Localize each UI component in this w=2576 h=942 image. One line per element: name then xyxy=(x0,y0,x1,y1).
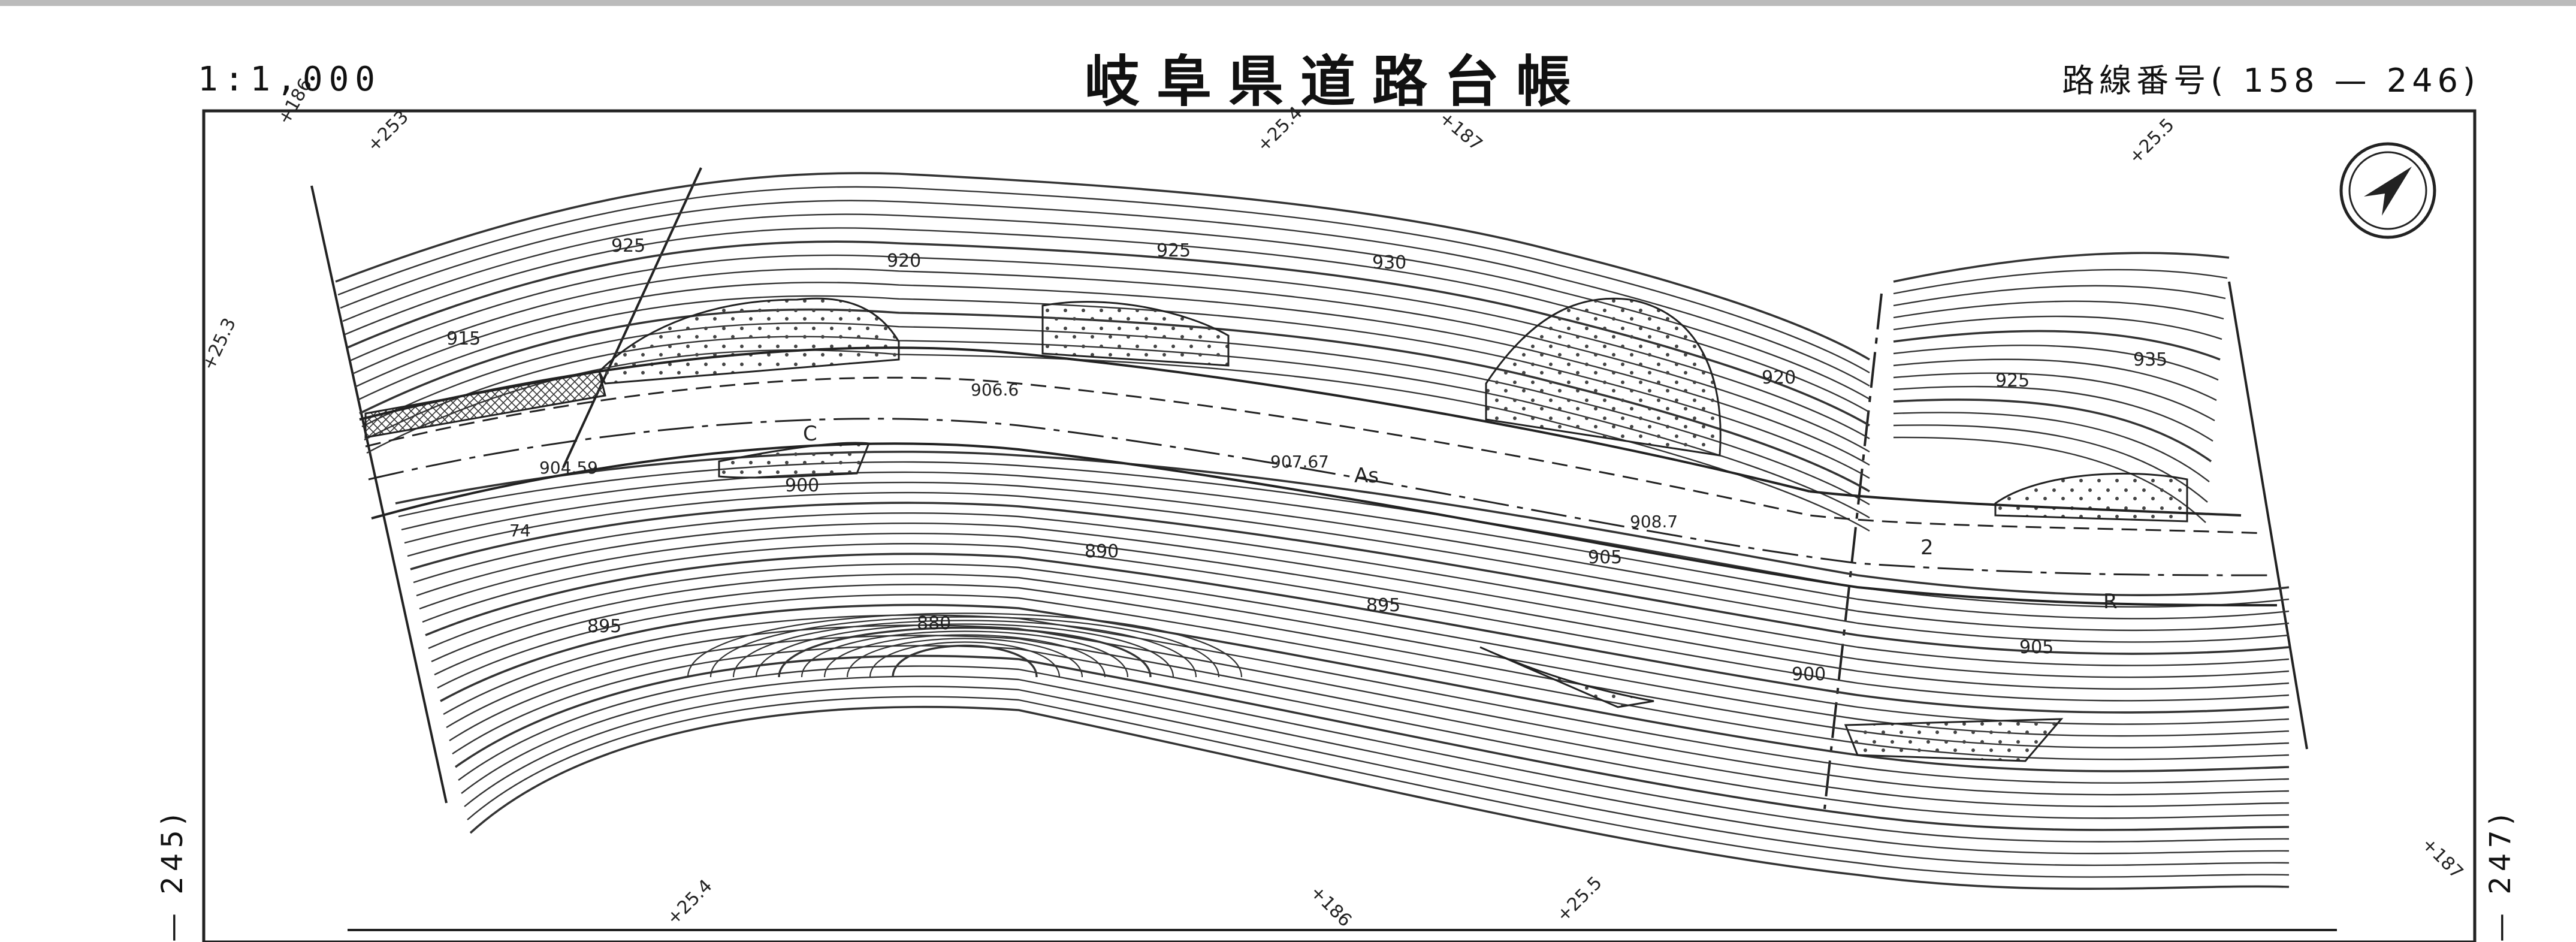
contour-labels: 925 920 925 930 915 920 935 925 900 890 … xyxy=(446,236,2167,685)
contour-line xyxy=(422,543,2290,702)
contour-line xyxy=(440,603,2290,772)
contour-line xyxy=(1893,385,2213,442)
contour-label: 925 xyxy=(1995,370,2030,391)
contour-label: 920 xyxy=(887,250,921,271)
contour-label: 930 xyxy=(1372,252,1406,273)
contour-label: 890 xyxy=(1085,541,1119,562)
route-number: 路線番号( 158 — 246) xyxy=(2062,62,2480,99)
contour-line xyxy=(892,644,1038,678)
contour-line xyxy=(1893,285,2226,307)
contour-line xyxy=(687,612,1243,678)
road-labels: As C R 2 xyxy=(803,422,2118,614)
contour-label: 880 xyxy=(917,613,951,634)
adjacent-sheet-right: — 247) xyxy=(2484,809,2517,942)
contour-line xyxy=(443,614,2290,784)
contour-line xyxy=(732,620,1197,678)
contour-line xyxy=(458,665,2290,843)
contour-label: 920 xyxy=(1762,367,1796,388)
contour-label: 900 xyxy=(1792,664,1826,685)
contour-line xyxy=(398,461,2290,608)
contour-line xyxy=(437,594,2290,760)
contour-line xyxy=(869,641,1061,678)
contour-line xyxy=(1893,252,2230,283)
map-title: 岐阜県道路台帳 xyxy=(1084,50,1588,114)
contour-line xyxy=(464,686,2290,866)
contour-line xyxy=(755,623,1174,678)
contour-line xyxy=(1893,398,2212,463)
elevation-point: 907.67 xyxy=(1270,452,1329,472)
contour-line xyxy=(419,533,2290,690)
road-label: C xyxy=(803,422,817,446)
contour-line xyxy=(452,645,2290,819)
contour-line xyxy=(342,213,1870,400)
elevation-point: 904.59 xyxy=(539,458,598,478)
contour-line xyxy=(431,573,2290,737)
contour-line xyxy=(404,481,2290,632)
contour-line xyxy=(413,512,2290,666)
north-arrow-icon xyxy=(2339,142,2436,239)
elevation-point: 906.6 xyxy=(971,380,1019,400)
map-scale: 1:1,000 xyxy=(198,60,382,99)
contour-line xyxy=(337,186,1870,374)
survey-boundary xyxy=(310,167,2308,810)
contour-line xyxy=(454,654,2290,831)
chainage-label: +25.4 xyxy=(663,875,717,929)
chainage-label: +25.5 xyxy=(2125,114,2179,168)
chainage-label: +186 xyxy=(1306,881,1355,931)
map-frame xyxy=(202,109,2477,942)
contour-line xyxy=(416,522,2290,678)
contour-line xyxy=(1893,300,2224,320)
contour-line xyxy=(467,696,2290,878)
contour-label: 925 xyxy=(611,236,645,256)
contour-label: 895 xyxy=(1366,595,1400,616)
contour-label: 905 xyxy=(1588,547,1622,568)
road-surface-label: As xyxy=(1354,464,1379,488)
stippled-areas xyxy=(364,297,2188,762)
contour-line xyxy=(1893,345,2219,381)
contour-label: 900 xyxy=(785,475,819,496)
contour-line xyxy=(1893,372,2215,422)
contour-line xyxy=(461,675,2290,855)
contour-label: 935 xyxy=(2133,349,2167,370)
contour-line xyxy=(340,200,1870,387)
road xyxy=(359,346,2278,606)
contour-line xyxy=(410,502,2290,655)
contour-label: 895 xyxy=(587,616,621,637)
contour-label: 905 xyxy=(2019,637,2053,658)
contour-lines-upper xyxy=(335,172,2230,532)
contour-line xyxy=(446,624,2290,796)
chainage-label: +187 xyxy=(2417,834,2467,883)
contour-line xyxy=(778,626,1152,678)
contour-line xyxy=(846,638,1083,678)
contour-line xyxy=(401,471,2290,620)
chainage-label: +253 xyxy=(363,107,413,156)
road-label: 2 xyxy=(1920,536,1934,560)
chainage-label: +25.5 xyxy=(1553,872,1606,926)
contour-line xyxy=(1893,268,2228,295)
contour-line xyxy=(709,616,1220,678)
contour-label: 925 xyxy=(1156,240,1191,261)
contour-line xyxy=(1893,412,2210,482)
contour-line xyxy=(823,634,1106,678)
contour-line xyxy=(395,451,2290,596)
adjacent-sheet-left: — 245) xyxy=(156,809,189,942)
elevation-point: 74 xyxy=(509,521,531,541)
contour-label: 915 xyxy=(446,328,481,349)
contour-line xyxy=(469,705,2290,890)
elevation-points: 906.6 904.59 907.67 908.7 74 xyxy=(509,380,1678,541)
contour-line xyxy=(1893,315,2222,340)
contour-line xyxy=(335,172,1870,361)
contour-line xyxy=(1893,358,2217,401)
contour-line xyxy=(407,491,2290,643)
contour-line xyxy=(434,584,2290,748)
elevation-point: 908.7 xyxy=(1630,512,1678,532)
road-label: R xyxy=(2103,590,2118,614)
contour-lines-lower xyxy=(395,451,2290,890)
contour-line xyxy=(425,552,2290,714)
contour-line xyxy=(801,630,1129,678)
contour-line xyxy=(1893,330,2221,361)
contour-lines-bowl xyxy=(687,612,1243,678)
contour-line xyxy=(449,635,2290,807)
